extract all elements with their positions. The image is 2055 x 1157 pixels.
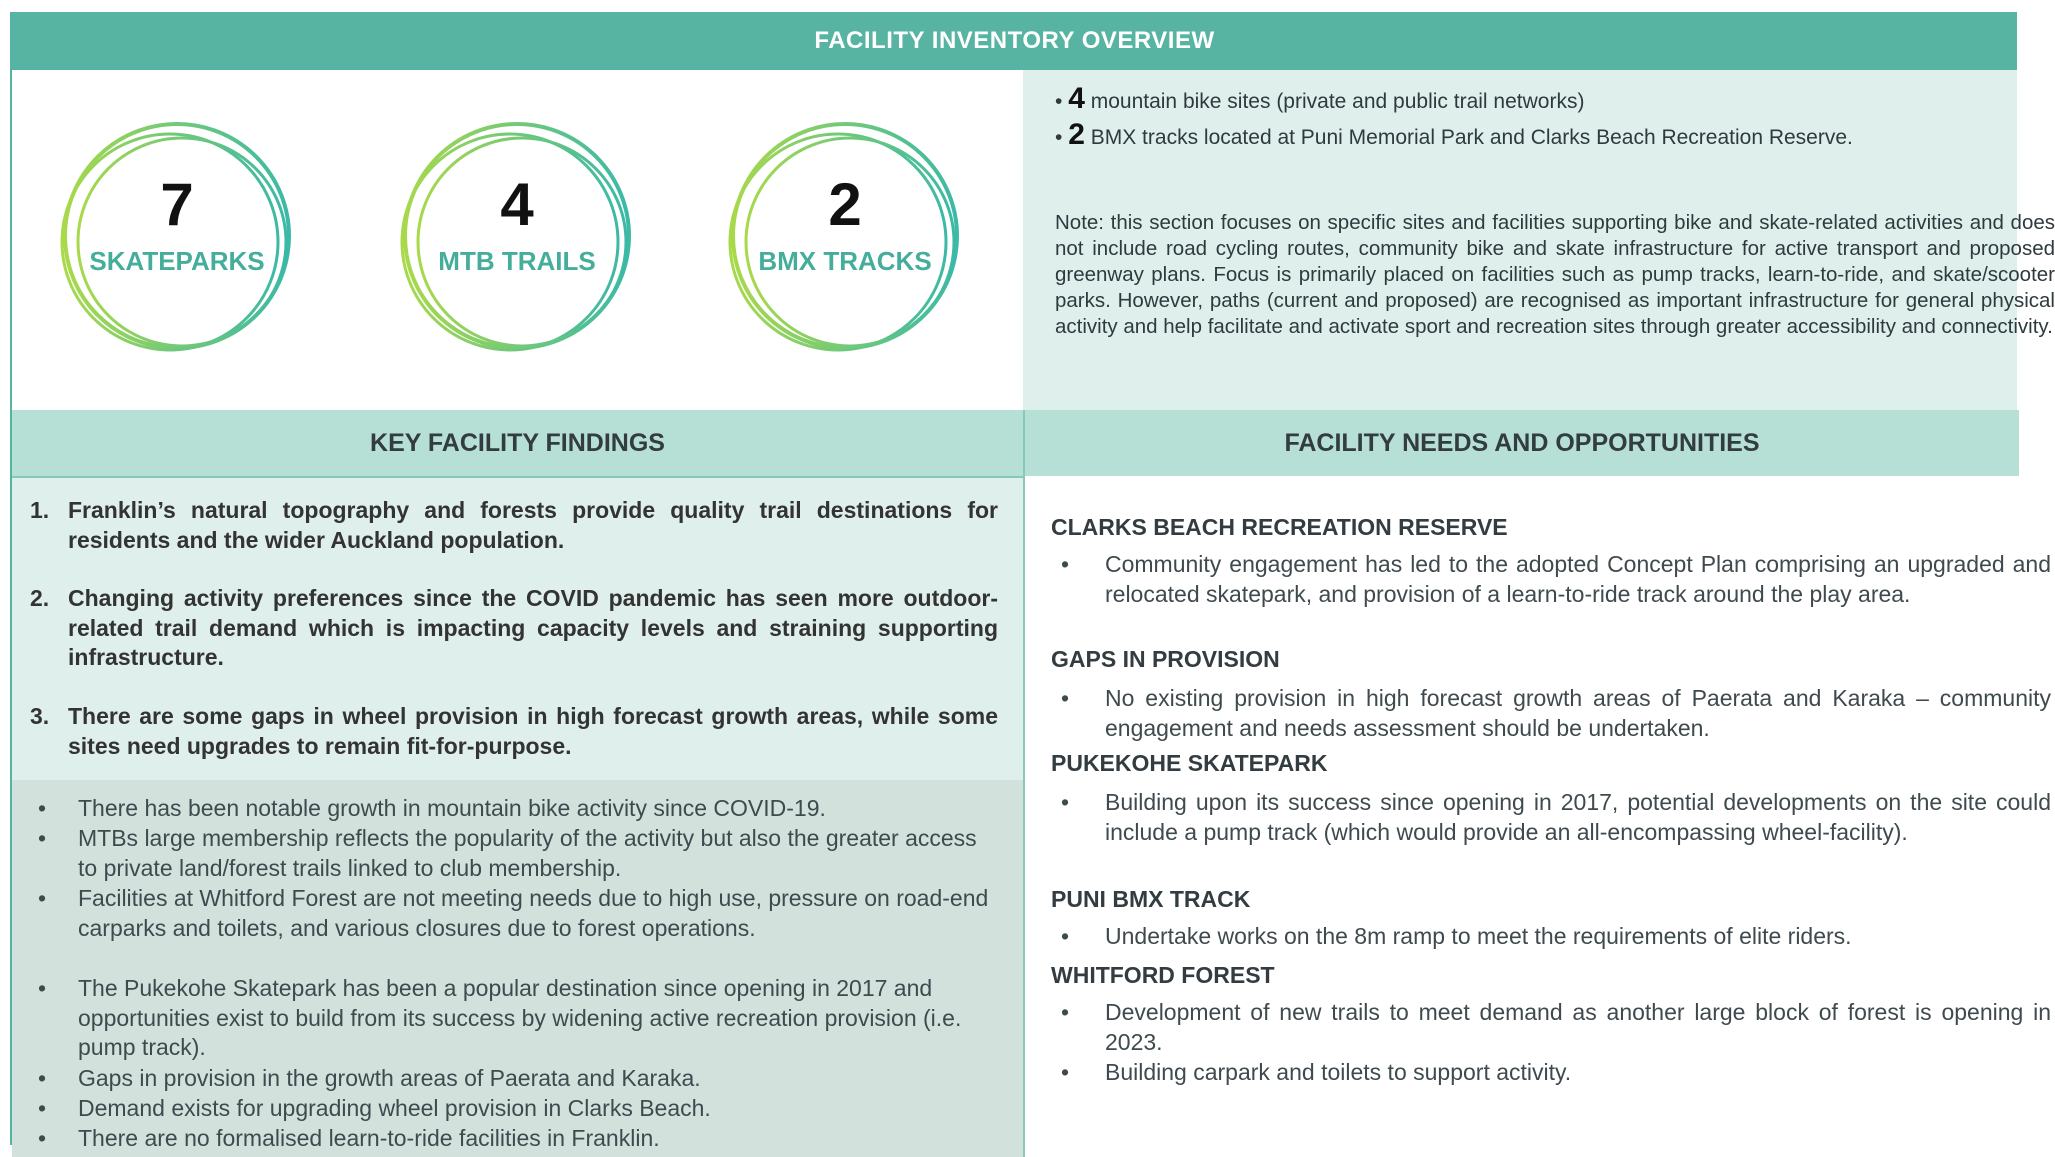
key-findings-list: 1. Franklin’s natural topography and for… [12, 476, 1023, 782]
stat-number: 2 [828, 171, 862, 238]
stat-label: SKATEPARKS [89, 246, 265, 276]
needs-opportunities-list: CLARKS BEACH RECREATION RESERVE •Communi… [1023, 476, 2051, 1157]
list-item: •Demand exists for upgrading wheel provi… [38, 1094, 998, 1124]
ring-icon [400, 122, 631, 352]
finding-number: 2. [30, 585, 50, 611]
list-item: •Facilities at Whitford Forest are not m… [38, 884, 998, 943]
stat-skateparks: 7 SKATEPARKS [52, 114, 302, 364]
stat-number: 4 [500, 171, 534, 238]
stat-bmx-tracks: 2 BMX TRACKS [720, 114, 970, 364]
section-title-pukekohe: PUKEKOHE SKATEPARK [1051, 750, 1328, 776]
stat-label: BMX TRACKS [758, 246, 932, 276]
list-item-text: The Pukekohe Skatepark has been a popula… [78, 975, 962, 1060]
list-item: •There are no formalised learn-to-ride f… [38, 1124, 998, 1154]
section-title-whitford: WHITFORD FOREST [1051, 962, 1275, 988]
needs-heading-text: FACILITY NEEDS AND OPPORTUNITIES [1284, 428, 1760, 457]
overview-bullet: • 2 BMX tracks located at Puni Memorial … [1055, 118, 1853, 151]
bullet-text: mountain bike sites (private and public … [1090, 90, 1585, 113]
list-item-text: No existing provision in high forecast g… [1105, 685, 2051, 741]
list-item: •MTBs large membership reflects the popu… [38, 824, 998, 883]
finding-number: 1. [30, 497, 50, 523]
list-item: •No existing provision in high forecast … [1051, 684, 2051, 743]
list-item-text: MTBs large membership reflects the popul… [78, 825, 977, 881]
list-item-text: Community engagement has led to the adop… [1105, 551, 2051, 607]
bullet-count: 4 [1068, 82, 1085, 115]
findings-heading-text: KEY FACILITY FINDINGS [370, 428, 665, 457]
facility-inventory-panel: FACILITY INVENTORY OVERVIEW 7 SKATEPARKS [10, 12, 2055, 1157]
stat-mtb-trails: 4 MTB TRAILS [392, 114, 642, 364]
ring-icon [60, 122, 291, 352]
finding-text: Changing activity preferences since the … [68, 585, 998, 670]
finding-item: 2. Changing activity preferences since t… [30, 584, 998, 673]
stats-row: 7 SKATEPARKS 4 MTB TRAILS [12, 70, 1023, 410]
list-item-text: Building carpark and toilets to support … [1105, 1059, 1572, 1085]
scope-note: Note: this section focuses on specific s… [1055, 211, 2055, 338]
list-item-text: There are no formalised learn-to-ride fa… [78, 1125, 660, 1151]
list-item: •Building upon its success since opening… [1051, 788, 2051, 847]
findings-heading: KEY FACILITY FINDINGS [12, 410, 1023, 476]
list-item: •Building carpark and toilets to support… [1051, 1058, 2051, 1088]
bullet-count: 2 [1068, 118, 1085, 151]
finding-number: 3. [30, 703, 50, 729]
findings-details-list: •There has been notable growth in mounta… [12, 780, 1023, 1157]
list-item: •There has been notable growth in mounta… [38, 794, 998, 824]
section-title-gaps: GAPS IN PROVISION [1051, 646, 1280, 672]
ring-icon [728, 122, 959, 352]
overview-bullet: • 4 mountain bike sites (private and pub… [1055, 82, 1585, 115]
list-item: •The Pukekohe Skatepark has been a popul… [38, 974, 998, 1063]
bullet-text: BMX tracks located at Puni Memorial Park… [1090, 126, 1853, 149]
finding-text: Franklin’s natural topography and forest… [68, 497, 998, 553]
finding-text: There are some gaps in wheel provision i… [68, 703, 998, 759]
overview-notes: • 4 mountain bike sites (private and pub… [1023, 70, 2055, 410]
list-item-text: Gaps in provision in the growth areas of… [78, 1065, 701, 1091]
stat-label: MTB TRAILS [438, 246, 596, 276]
list-item: •Gaps in provision in the growth areas o… [38, 1064, 998, 1094]
list-item-text: Demand exists for upgrading wheel provis… [78, 1095, 711, 1121]
list-item: •Undertake works on the 8m ramp to meet … [1051, 922, 2051, 952]
overview-title: FACILITY INVENTORY OVERVIEW [814, 27, 1215, 54]
section-title-puni-bmx: PUNI BMX TRACK [1051, 886, 1251, 912]
list-item-text: Facilities at Whitford Forest are not me… [78, 885, 989, 941]
finding-item: 3. There are some gaps in wheel provisio… [30, 702, 998, 761]
list-item: •Development of new trails to meet deman… [1051, 998, 2051, 1057]
section-title-clarks-beach: CLARKS BEACH RECREATION RESERVE [1051, 514, 1508, 540]
stat-number: 7 [160, 171, 194, 238]
list-item-text: Undertake works on the 8m ramp to meet t… [1105, 923, 1852, 949]
list-item: •Community engagement has led to the ado… [1051, 550, 2051, 609]
finding-item: 1. Franklin’s natural topography and for… [30, 496, 998, 555]
list-item-text: Building upon its success since opening … [1105, 789, 2051, 845]
overview-banner: FACILITY INVENTORY OVERVIEW [12, 12, 2017, 70]
needs-heading: FACILITY NEEDS AND OPPORTUNITIES [1023, 410, 2019, 476]
list-item-text: Development of new trails to meet demand… [1105, 999, 2051, 1055]
list-item-text: There has been notable growth in mountai… [78, 795, 826, 821]
